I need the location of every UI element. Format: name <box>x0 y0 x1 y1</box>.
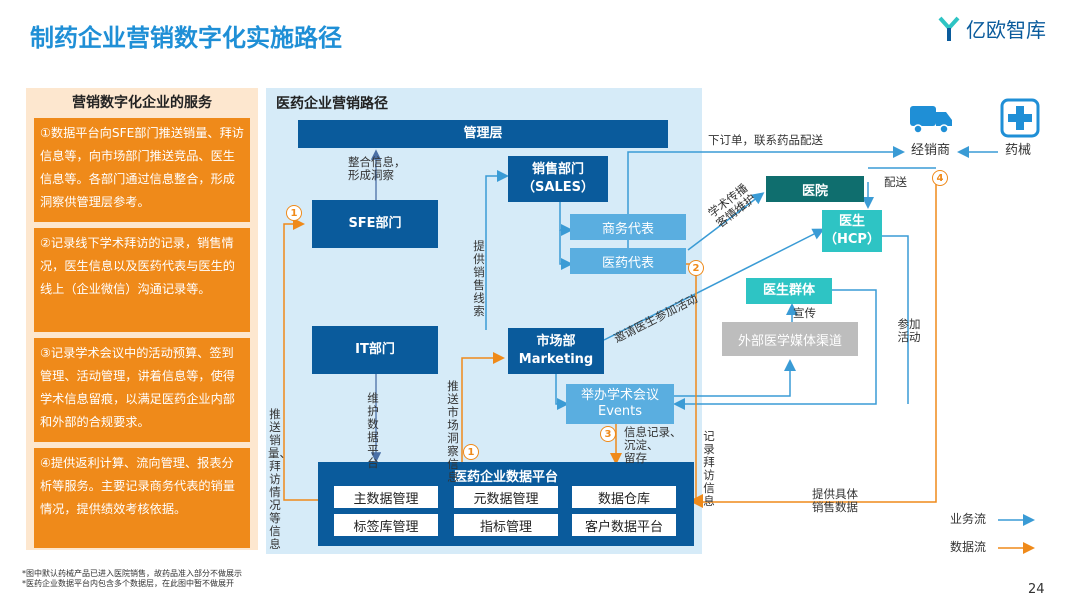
marker-circle-4: 4 <box>932 170 948 186</box>
device-label: 药械 <box>1005 143 1032 158</box>
marker-circle-2: 2 <box>688 260 704 276</box>
label-sales-leads: 提供销售线索 <box>473 239 485 318</box>
label-info-record-3: 留存 <box>624 451 647 465</box>
events-line2: Events <box>597 404 642 419</box>
platform-item-cdp: 客户数据平台 <box>572 514 676 536</box>
service-item-4: ④提供返利计算、流向管理、报表分析等服务。主要记录商务代表的销量情况，提供绩效考… <box>34 448 250 548</box>
hospital-box: 医院 <box>766 176 864 202</box>
sales-line2: （SALES） <box>522 180 594 195</box>
left-panel-title: 营销数字化企业的服务 <box>72 95 212 111</box>
marker-circle-1b: 1 <box>463 444 479 460</box>
label-info-record-1: 信息记录、 <box>624 425 682 439</box>
legend-data: 数据流 <box>950 540 987 554</box>
platform-item-master-data: 主数据管理 <box>334 486 438 508</box>
doctor-box: 医生 （HCP） <box>822 210 882 252</box>
label-info-record-2: 沉淀、 <box>624 438 659 452</box>
mkt-line1: 市场部 <box>536 334 576 349</box>
data-platform-title: 医药企业数据平台 <box>453 470 558 485</box>
mgmt-box: 管理层 <box>298 120 668 148</box>
logo: 亿欧智库 <box>938 14 1046 43</box>
marker-circle-1a: 1 <box>286 205 302 221</box>
label-promote: 宣传 <box>793 306 816 320</box>
platform-item-warehouse: 数据仓库 <box>572 486 676 508</box>
doctor-group-box: 医生群体 <box>746 278 832 304</box>
label-provide-sales-2: 销售数据 <box>812 500 858 514</box>
sales-line1: 销售部门 <box>531 162 584 177</box>
mkt-box: 市场部 Marketing <box>508 328 604 374</box>
main-panel-title: 医药企业营销路径 <box>276 96 388 112</box>
label-order: 下订单，联系药品配送 <box>708 133 823 147</box>
events-line1: 举办学术会议 <box>580 388 659 403</box>
platform-item-tag-library: 标签库管理 <box>334 514 438 536</box>
label-it-maintain: 维护数据平台 <box>367 391 379 470</box>
page-number: 24 <box>1028 582 1045 597</box>
label-info-record: 信息记录、 沉淀、 留存 <box>624 426 682 465</box>
label-insight: 整合信息， 形成洞察 <box>348 156 406 182</box>
sfe-box: SFE部门 <box>312 200 438 248</box>
mkt-line2: Marketing <box>518 352 594 367</box>
medical-cross-icon <box>1000 98 1040 138</box>
label-provide-sales: 提供具体 销售数据 <box>812 488 858 514</box>
label-insight-line2: 形成洞察 <box>348 168 394 182</box>
biz-rep-box: 商务代表 <box>570 214 686 240</box>
doctor-line2: （HCP） <box>824 232 880 247</box>
it-box: IT部门 <box>312 326 438 374</box>
page-title: 制药企业营销数字化实施路径 <box>30 24 342 52</box>
label-join: 参加活动 <box>897 317 921 344</box>
service-item-1: ①数据平台向SFE部门推送销量、拜访信息等，向市场部门推送竞品、医生信息等。各部… <box>34 118 250 222</box>
logo-text: 亿欧智库 <box>966 18 1046 42</box>
service-item-3: ③记录学术会议中的活动预算、签到管理、活动管理，讲着信息等，使得学术信息留痕，以… <box>34 338 250 442</box>
truck-icon <box>910 106 952 134</box>
label-record-visit: 记录拜访信息 <box>703 429 715 508</box>
marker-circle-3: 3 <box>600 426 616 442</box>
platform-item-metadata: 元数据管理 <box>454 486 558 508</box>
med-rep-box: 医药代表 <box>570 248 686 274</box>
legend-business: 业务流 <box>950 512 987 526</box>
label-push-sfe: 推送销量、拜访情况等信息 <box>268 407 291 551</box>
doctor-line1: 医生 <box>838 214 865 229</box>
label-insight-line1: 整合信息， <box>348 155 406 169</box>
label-provide-sales-1: 提供具体 <box>812 487 858 501</box>
label-push-mkt: 推送市场洞察信息 <box>447 379 459 484</box>
service-item-2: ②记录线下学术拜访的记录，销售情况，医生信息以及医药代表与医生的线上（企业微信）… <box>34 228 250 332</box>
logo-icon <box>938 16 960 41</box>
distributor-label: 经销商 <box>911 143 951 158</box>
media-box: 外部医学媒体渠道 <box>722 322 858 356</box>
footnote-1: *图中默认药械产品已进入医院销售，故药品准入部分不做展示 <box>22 569 242 578</box>
sales-box: 销售部门 （SALES） <box>508 156 608 202</box>
label-deliver: 配送 <box>884 175 907 189</box>
platform-item-metrics: 指标管理 <box>454 514 558 536</box>
footnote-2: *医药企业数据平台内包含多个数据层，在此图中暂不做展开 <box>22 579 234 588</box>
events-box: 举办学术会议 Events <box>566 384 674 424</box>
